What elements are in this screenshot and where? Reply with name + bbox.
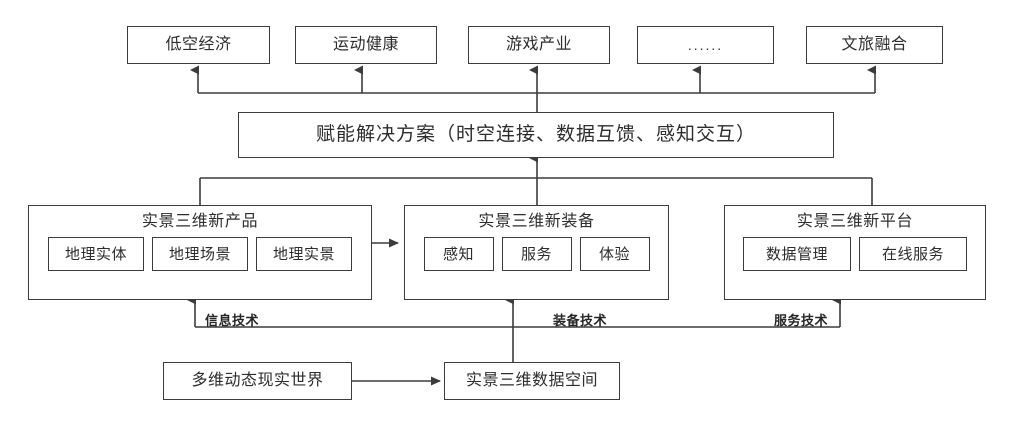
solution-banner[interactable]: 赋能解决方案（时空连接、数据互馈、感知交互） xyxy=(238,112,834,158)
application-label-4: ...... xyxy=(687,36,724,53)
application-box-3[interactable]: 游戏产业 xyxy=(468,26,610,64)
group-title-equipment: 实景三维新装备 xyxy=(478,213,595,230)
chip-data-management[interactable]: 数据管理 xyxy=(743,237,851,272)
capability-group-product[interactable]: 实景三维新产品 地理实体 地理场景 地理实景 xyxy=(28,205,372,300)
application-label-5: 文旅融合 xyxy=(841,35,908,53)
chip-experience[interactable]: 体验 xyxy=(579,237,650,272)
foundation-box-data-space[interactable]: 实景三维数据空间 xyxy=(444,362,620,400)
application-box-1[interactable]: 低空经济 xyxy=(127,26,270,64)
application-box-5[interactable]: 文旅融合 xyxy=(806,26,943,64)
chip-online-service[interactable]: 在线服务 xyxy=(859,237,967,272)
group-chips-product: 地理实体 地理场景 地理实景 xyxy=(29,237,371,272)
edge-label-service-technology: 服务技术 xyxy=(774,313,829,328)
application-box-2[interactable]: 运动健康 xyxy=(295,26,437,64)
group-title-product: 实景三维新产品 xyxy=(141,213,259,230)
application-box-4[interactable]: ...... xyxy=(637,26,774,64)
foundation-box-real-world[interactable]: 多维动态现实世界 xyxy=(163,362,352,400)
chip-perception[interactable]: 感知 xyxy=(423,237,494,272)
capability-group-equipment[interactable]: 实景三维新装备 感知 服务 体验 xyxy=(404,205,669,300)
foundation-label-real-world: 多维动态现实世界 xyxy=(191,371,324,389)
chip-geo-scene[interactable]: 地理场景 xyxy=(152,237,248,272)
application-label-3: 游戏产业 xyxy=(505,35,572,53)
application-label-2: 运动健康 xyxy=(332,35,399,53)
solution-banner-label: 赋能解决方案（时空连接、数据互馈、感知交互） xyxy=(315,124,756,146)
application-label-1: 低空经济 xyxy=(165,35,232,53)
edge-label-information-technology: 信息技术 xyxy=(205,313,260,328)
capability-group-platform[interactable]: 实景三维新平台 数据管理 在线服务 xyxy=(724,205,986,300)
chip-geo-reality[interactable]: 地理实景 xyxy=(256,237,352,272)
group-title-platform: 实景三维新平台 xyxy=(796,213,914,230)
chip-geo-entity[interactable]: 地理实体 xyxy=(48,237,144,272)
group-chips-equipment: 感知 服务 体验 xyxy=(405,237,668,272)
edge-label-equipment-technology: 装备技术 xyxy=(553,313,608,328)
foundation-label-data-space: 实景三维数据空间 xyxy=(465,371,598,389)
chip-service[interactable]: 服务 xyxy=(501,237,572,272)
group-chips-platform: 数据管理 在线服务 xyxy=(725,237,985,272)
